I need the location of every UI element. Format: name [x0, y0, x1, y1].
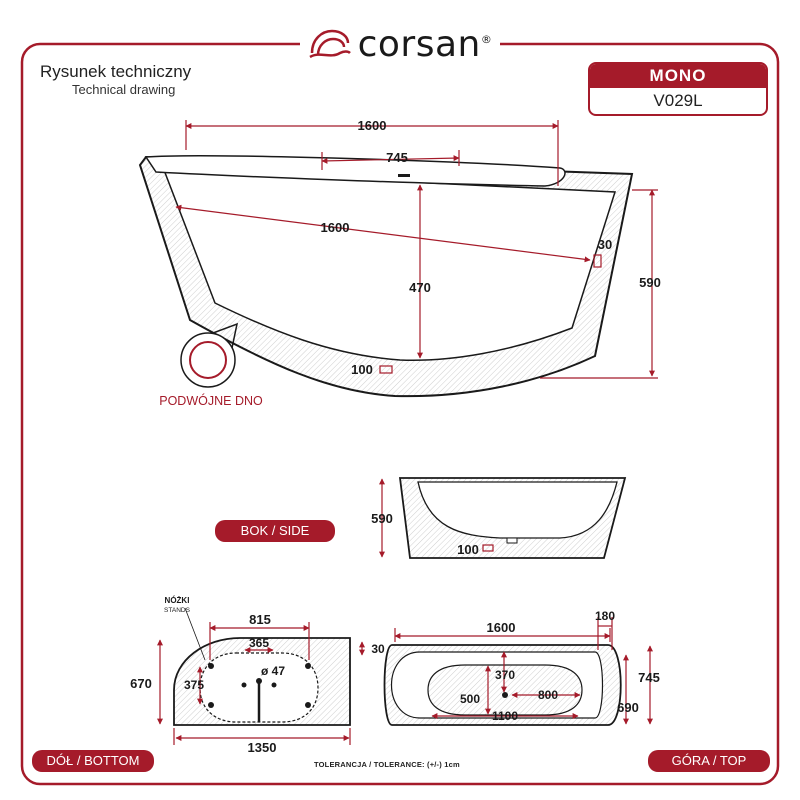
brand-name: corsan® — [357, 23, 493, 65]
dim-top-length: 1600 — [358, 118, 387, 133]
dim-feet-span: 815 — [249, 612, 271, 627]
model-name: MONO — [590, 64, 766, 88]
dim-top-outer-w: 745 — [638, 670, 660, 685]
tub-perspective-view — [138, 155, 634, 398]
side-inner — [417, 481, 618, 539]
top-drain — [502, 692, 508, 698]
dim-wall: 30 — [598, 237, 612, 252]
dim-top-rim: 180 — [595, 609, 615, 623]
dimensions-main — [175, 120, 658, 379]
dim-top-inner-w: 500 — [460, 692, 480, 706]
tub-bottom-view — [173, 637, 351, 726]
brand-logo: corsan® — [300, 22, 500, 66]
dim-side-base: 100 — [457, 542, 479, 557]
dim-base: 100 — [351, 362, 373, 377]
side-drain — [506, 537, 518, 544]
stand-feet — [208, 663, 311, 708]
dimensions-side — [379, 478, 494, 558]
dim-bottom-width: 670 — [130, 676, 152, 691]
dim-inner-length: 1600 — [321, 220, 350, 235]
tub-side-view — [398, 477, 627, 559]
label-side-view: BOK / SIDE — [215, 520, 335, 542]
dim-drain-dia: ø 47 — [261, 664, 285, 678]
title-polish: Rysunek techniczny — [40, 62, 192, 81]
model-code: V029L — [653, 91, 703, 110]
dim-side-height: 590 — [371, 511, 393, 526]
detail-callout-leader — [204, 322, 239, 349]
dim-top-length-v: 1600 — [487, 620, 516, 635]
dimension-labels: 1600 745 1600 30 470 590 100 PODWÓJNE DN… — [130, 118, 661, 755]
dim-top-inner-l: 1100 — [492, 709, 518, 723]
label-top-view: GÓRA / TOP — [648, 750, 770, 772]
dim-top-drain-x: 800 — [538, 688, 558, 702]
tolerance-note: TOLERANCJA / TOLERANCE: (+/-) 1cm — [314, 760, 460, 769]
dim-height: 590 — [639, 275, 661, 290]
dim-top-inner-total: 690 — [617, 700, 639, 715]
dim-top-drain-y: 370 — [495, 668, 515, 682]
title-english: Technical drawing — [72, 82, 176, 97]
dimensions-top — [359, 617, 653, 725]
label-stands-pl: NÓŻKI — [165, 596, 190, 605]
bottom-drain — [256, 678, 262, 684]
detail-callout-circle — [180, 332, 236, 388]
dimensions-bottom — [157, 607, 351, 745]
tub-rim — [144, 155, 566, 187]
label-bottom-view: DÓŁ / BOTTOM — [32, 750, 154, 772]
label-double-bottom: PODWÓJNE DNO — [159, 393, 263, 408]
drain-slot — [398, 174, 410, 177]
dim-feet-offset: 375 — [184, 678, 204, 692]
dim-drain-offset: 745 — [386, 150, 408, 165]
label-stands-en: STANDS — [164, 607, 191, 614]
dim-depth: 470 — [409, 280, 431, 295]
model-badge: MONO V029L — [588, 62, 768, 116]
dim-bottom-length: 1350 — [248, 740, 277, 755]
double-bottom-detail — [189, 341, 227, 379]
dim-top-wall: 30 — [371, 642, 385, 656]
wave-swirl-icon — [308, 29, 351, 59]
dim-drain-span: 365 — [249, 636, 269, 650]
